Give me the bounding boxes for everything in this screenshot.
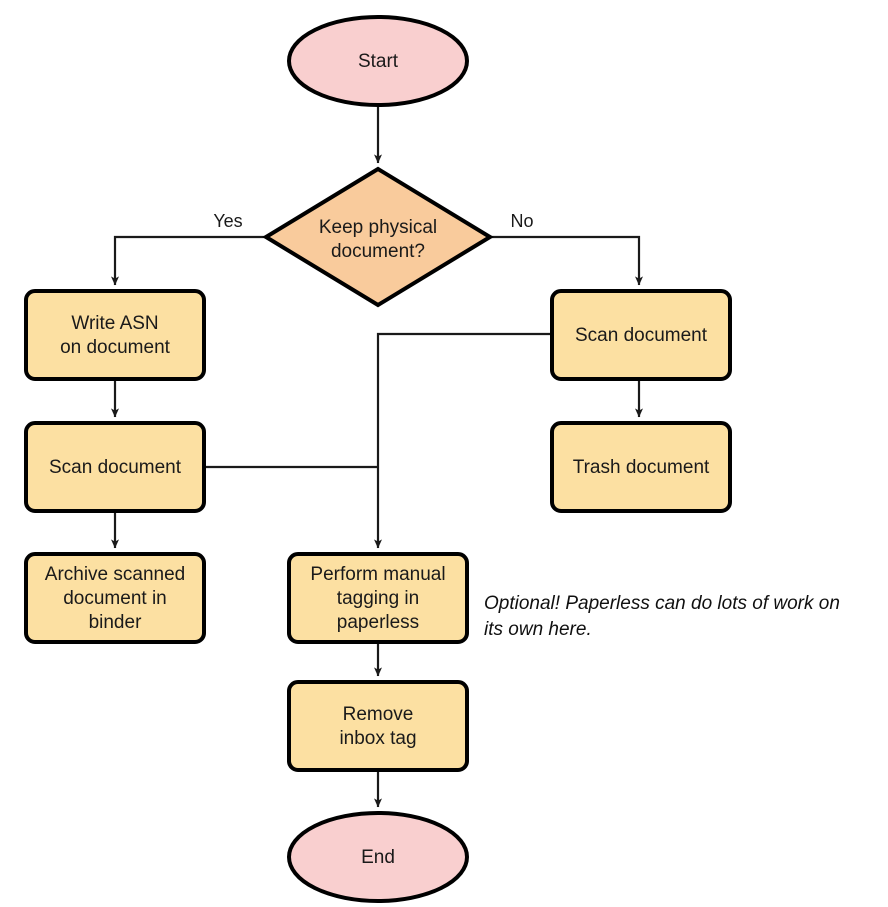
write-asn-label-line1: Write ASN xyxy=(71,313,158,334)
node-scan-document-left[interactable]: Scan document xyxy=(24,421,206,513)
optional-note-annotation: Optional! Paperless can do lots of work … xyxy=(484,593,840,640)
end-label: End xyxy=(361,847,395,868)
edge-label-yes: Yes xyxy=(213,211,242,231)
manual-tagging-label-line2: tagging in xyxy=(337,588,419,609)
trash-document-box-shape xyxy=(550,421,732,513)
archive-binder-box-shape xyxy=(24,552,206,644)
scan-document-right-box-shape xyxy=(550,289,732,381)
scan-document-left-box-shape xyxy=(24,421,206,513)
node-archive-scanned-document-in-binder[interactable]: Archive scanned document in binder xyxy=(24,552,206,644)
start-ellipse-shape xyxy=(287,15,469,107)
manual-tagging-label-line1: Perform manual xyxy=(310,564,445,585)
decision-label-line2: document? xyxy=(331,241,425,262)
trash-document-label: Trash document xyxy=(573,457,710,478)
archive-binder-label-line2: document in xyxy=(63,588,167,609)
archive-binder-label-line3: binder xyxy=(89,612,142,633)
remove-inbox-tag-label-line2: inbox tag xyxy=(339,728,416,749)
decision-label-line1: Keep physical xyxy=(319,217,437,238)
manual-tagging-label-line3: paperless xyxy=(337,612,419,633)
write-asn-label-line2: on document xyxy=(60,337,171,358)
manual-tagging-box-shape xyxy=(287,552,469,644)
scan-document-left-label: Scan document xyxy=(49,457,182,478)
scan-document-right-label: Scan document xyxy=(575,325,708,346)
remove-inbox-tag-box-shape xyxy=(287,680,469,772)
node-remove-inbox-tag[interactable]: Remove inbox tag xyxy=(287,680,469,772)
archive-binder-label-line1: Archive scanned xyxy=(45,564,185,585)
edge-decision-no-to-scan-right xyxy=(490,235,643,286)
remove-inbox-tag-label-line1: Remove xyxy=(343,704,414,725)
node-keep-physical-document[interactable]: Keep physical document? xyxy=(262,166,494,308)
end-ellipse-shape xyxy=(287,811,469,903)
edge-decision-yes-to-write-asn xyxy=(111,235,266,286)
node-write-asn-on-document[interactable]: Write ASN on document xyxy=(24,289,206,381)
connector-layer xyxy=(111,105,643,808)
start-label: Start xyxy=(358,51,399,72)
node-start[interactable]: Start xyxy=(287,15,469,107)
write-asn-box-shape xyxy=(24,289,206,381)
optional-note-line2: its own here. xyxy=(484,619,592,640)
optional-note-line1: Optional! Paperless can do lots of work … xyxy=(484,593,840,614)
edge-label-no: No xyxy=(510,211,533,231)
node-end[interactable]: End xyxy=(287,811,469,903)
edge-scan-right-to-tagging xyxy=(374,332,552,549)
node-perform-manual-tagging-in-paperless[interactable]: Perform manual tagging in paperless xyxy=(287,552,469,644)
decision-diamond-shape xyxy=(262,166,494,308)
node-scan-document-right[interactable]: Scan document xyxy=(550,289,732,381)
node-trash-document[interactable]: Trash document xyxy=(550,421,732,513)
